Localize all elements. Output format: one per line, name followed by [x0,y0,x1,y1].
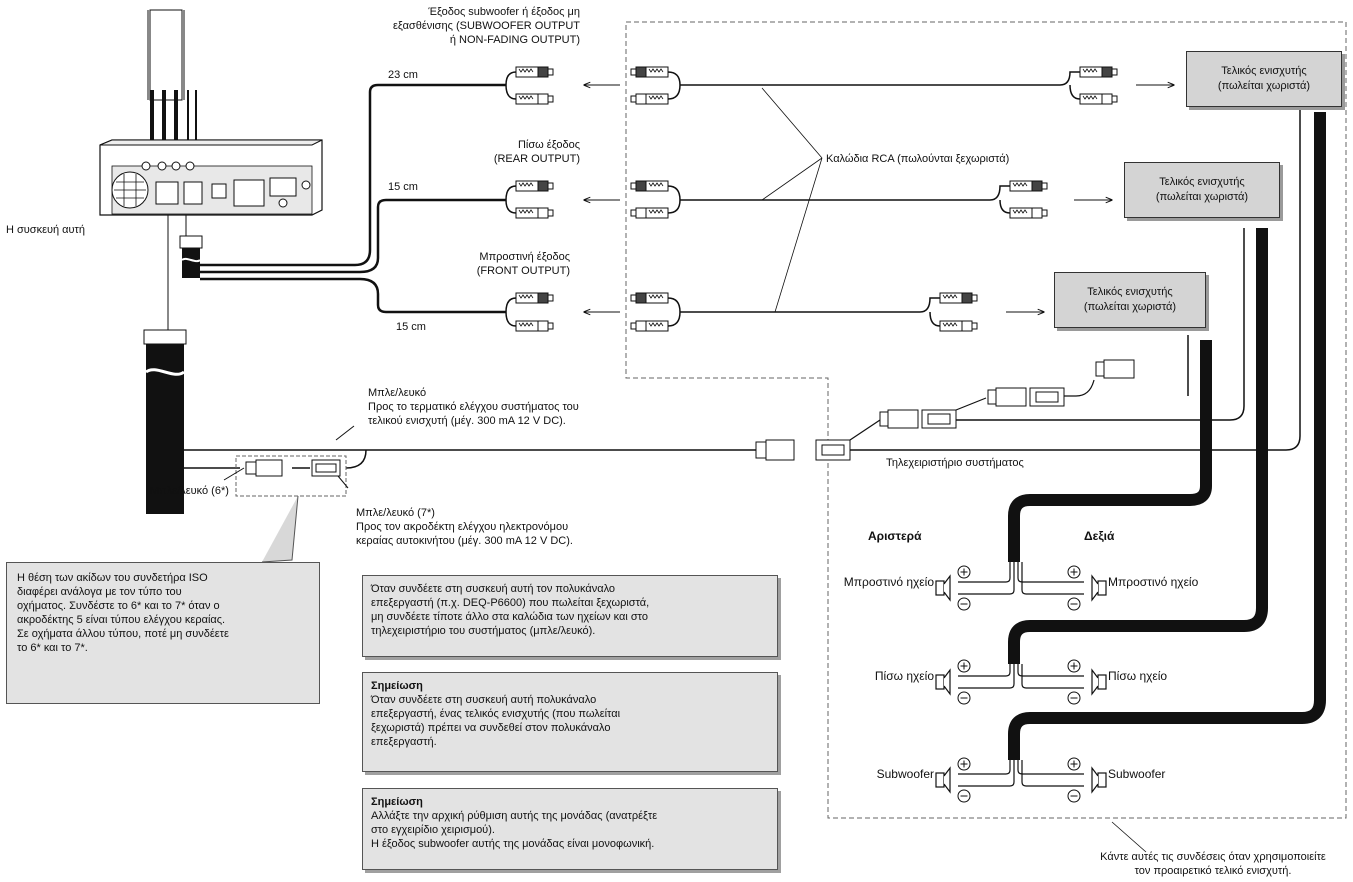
optional-amp-area [625,21,1347,819]
front-speaker-left: Μπροστινό ηχείο [843,575,934,589]
blue-white-6-label: Μπλε/λευκό (6*) [150,485,229,497]
front-output-label: Μπροστινή έξοδος(FRONT OUTPUT) [476,251,570,277]
footer-note: Κάντε αυτές τις συνδέσεις όταν χρησιμοπο… [1100,851,1326,877]
length-23cm: 23 cm [388,69,418,81]
this-unit-label: Η συσκευή αυτή [6,224,86,236]
length-15cm-rear: 15 cm [388,181,418,193]
power-amp-front: Τελικός ενισχυτής(πωλείται χωριστά) [1054,272,1206,328]
system-remote-label: Τηλεχειριστήριο συστήματος [886,457,1024,469]
power-amp-rear: Τελικός ενισχυτής(πωλείται χωριστά) [1124,162,1280,218]
power-amp-sub: Τελικός ενισχυτής(πωλείται χωριστά) [1186,51,1342,107]
subwoofer-right: Subwoofer [1108,767,1166,781]
rca-cables-label: Καλώδια RCA (πωλούνται ξεχωριστά) [826,153,1010,165]
speaker-sub-pair [935,757,1107,803]
rca-row-front [505,292,1044,332]
rear-speaker-right: Πίσω ηχείο [1108,669,1168,683]
note-power-amp: Σημείωση Όταν συνδέετε στη συσκευή αυτή … [362,672,778,772]
multichannel-processor-note: Όταν συνδέετε στη συσκευή αυτή τον πολυκ… [362,575,778,657]
left-channel-label: Αριστερά [868,529,922,543]
rear-output-label: Πίσω έξοδος(REAR OUTPUT) [493,139,580,165]
front-speaker-right: Μπροστινό ηχείο [1108,575,1199,589]
blue-white-7-label: Μπλε/λευκό (7*)Προς τον ακροδέκτη ελέγχο… [356,507,573,547]
rca-row-rear [505,180,1112,219]
note-subwoofer: Σημείωση Αλλάξτε την αρχική ρύθμιση αυτή… [362,788,778,870]
subwoofer-left: Subwoofer [876,767,934,781]
right-channel-label: Δεξιά [1084,529,1115,543]
speaker-front-pair [935,562,1107,611]
length-15cm-front: 15 cm [396,321,426,333]
rca-row-sub [505,66,1174,105]
rear-speaker-left: Πίσω ηχείο [874,669,934,683]
speaker-rear-pair [935,659,1107,705]
head-unit [99,9,323,216]
